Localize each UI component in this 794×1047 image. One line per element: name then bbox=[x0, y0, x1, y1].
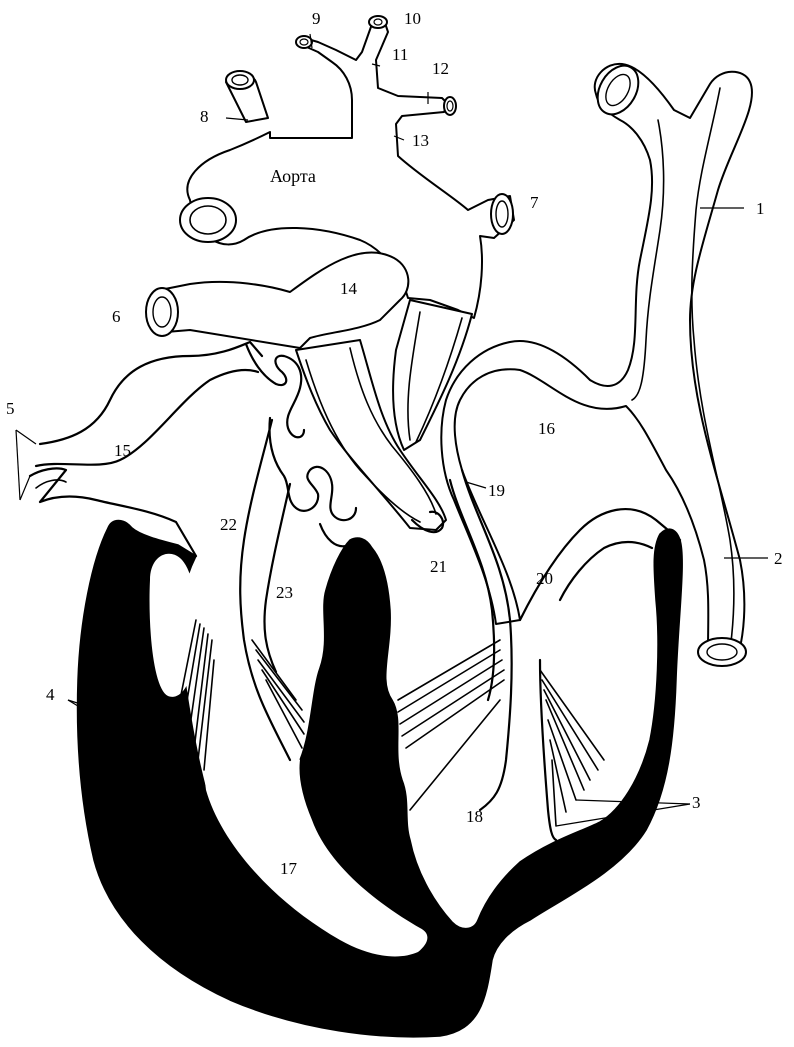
label-15: 15 bbox=[114, 441, 131, 460]
label-13: 13 bbox=[412, 131, 429, 150]
label-20: 20 bbox=[536, 569, 553, 588]
label-22: 22 bbox=[220, 515, 237, 534]
right-atrial-opening bbox=[607, 562, 654, 770]
label-18: 18 bbox=[466, 807, 483, 826]
label-19: 19 bbox=[488, 481, 505, 500]
pulmonary-trunk bbox=[160, 252, 408, 348]
chordae-right bbox=[540, 670, 604, 826]
label-21: 21 bbox=[430, 557, 447, 576]
label-4: 4 bbox=[46, 685, 55, 704]
label-7: 7 bbox=[530, 193, 539, 212]
label-5: 5 bbox=[6, 399, 15, 418]
label-10: 10 bbox=[404, 9, 421, 28]
label-23: 23 bbox=[276, 583, 293, 602]
label-8: 8 bbox=[200, 107, 209, 126]
label-9: 9 bbox=[312, 9, 321, 28]
label-14: 14 bbox=[340, 279, 358, 298]
label-6: 6 bbox=[112, 307, 121, 326]
label-12: 12 bbox=[432, 59, 449, 78]
label-17: 17 bbox=[280, 859, 298, 878]
label-aorta: Аорта bbox=[270, 166, 316, 186]
label-16: 16 bbox=[538, 419, 555, 438]
left-atrium bbox=[40, 342, 262, 444]
label-11: 11 bbox=[392, 45, 408, 64]
label-2: 2 bbox=[774, 549, 783, 568]
chordae-right-middle bbox=[398, 640, 504, 810]
label-3: 3 bbox=[692, 793, 701, 812]
label-1: 1 bbox=[756, 199, 765, 218]
